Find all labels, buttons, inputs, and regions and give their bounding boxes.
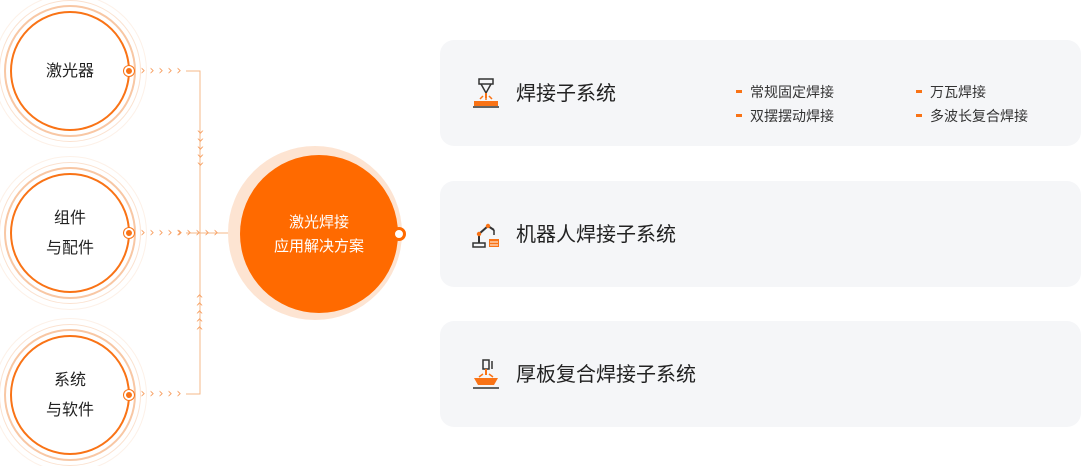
hub-output-dot — [392, 227, 406, 241]
input-systems: 系统 与软件 — [0, 318, 147, 466]
arrow-chevron-icon: › — [193, 137, 208, 142]
solution-title: 焊接子系统 — [516, 81, 616, 105]
hub-label: 激光焊接 — [288, 213, 349, 231]
robot-arm-welding-icon — [472, 223, 499, 248]
arrow-chevron-icon: › — [177, 226, 182, 241]
hub-label: 应用解决方案 — [273, 237, 364, 255]
feature-item: 多波长复合焊接 — [916, 106, 1028, 126]
input-laser: 激光器 — [0, 0, 147, 148]
arrow-chevron-icon: › — [195, 226, 200, 241]
arrow-chevron-icon: › — [193, 293, 208, 298]
solution-card-thick-plate-welding[interactable]: 厚板复合焊接子系统 — [440, 321, 1081, 427]
feature-item: 万瓦焊接 — [916, 82, 986, 102]
input-label: 系统 — [53, 370, 86, 389]
arrow-chevron-icon: › — [167, 387, 172, 402]
connector-dot — [124, 228, 134, 238]
arrow-chevron-icon: › — [149, 387, 154, 402]
input-label: 与软件 — [45, 400, 94, 419]
arrow-chevron-icon: › — [193, 317, 208, 322]
arrow-chevron-icon: › — [176, 226, 181, 241]
arrow-chevron-icon: › — [158, 387, 163, 402]
arrow-chevron-icon: › — [204, 226, 209, 241]
solution-card-robot-welding[interactable]: 机器人焊接子系统 — [440, 181, 1081, 287]
connector-dot — [124, 66, 134, 76]
solution-hub: 激光焊接 应用解决方案 — [240, 155, 398, 313]
arrow-chevron-icon: › — [193, 161, 208, 166]
solution-title: 厚板复合焊接子系统 — [516, 362, 696, 386]
feature-item: 常规固定焊接 — [736, 82, 834, 102]
thick-plate-welding-icon — [473, 359, 499, 389]
solution-card-welding-subsystem[interactable]: 焊接子系统 常规固定焊接 万瓦焊接 双摆摆动焊接 多波长复合焊接 — [440, 40, 1081, 146]
arrow-chevron-icon: › — [167, 64, 172, 79]
arrow-chevron-icon: › — [167, 226, 172, 241]
input-label: 组件 — [53, 208, 86, 227]
arrow-chevron-icon: › — [176, 64, 181, 79]
arrow-chevron-icon: › — [158, 226, 163, 241]
solution-title: 机器人焊接子系统 — [516, 222, 676, 246]
arrow-chevron-icon: › — [149, 226, 154, 241]
arrow-chevron-icon: › — [193, 301, 208, 306]
arrow-chevron-icon: › — [149, 64, 154, 79]
arrow-chevron-icon: › — [193, 309, 208, 314]
input-label: 与配件 — [45, 238, 94, 257]
input-label: 激光器 — [45, 61, 94, 80]
arrow-chevron-icon: › — [193, 129, 208, 134]
arrow-chevron-icon: › — [158, 64, 163, 79]
laser-welding-head-icon — [473, 78, 499, 108]
feature-item: 双摆摆动焊接 — [736, 106, 834, 126]
arrow-chevron-icon: › — [193, 145, 208, 150]
arrow-chevron-icon: › — [186, 226, 191, 241]
arrow-chevron-icon: › — [193, 153, 208, 158]
arrow-chevron-icon: › — [213, 226, 218, 241]
arrow-chevron-icon: › — [193, 325, 208, 330]
connector-dot — [124, 390, 134, 400]
input-components: 组件 与配件 — [0, 156, 147, 310]
arrow-chevron-icon: › — [176, 387, 181, 402]
